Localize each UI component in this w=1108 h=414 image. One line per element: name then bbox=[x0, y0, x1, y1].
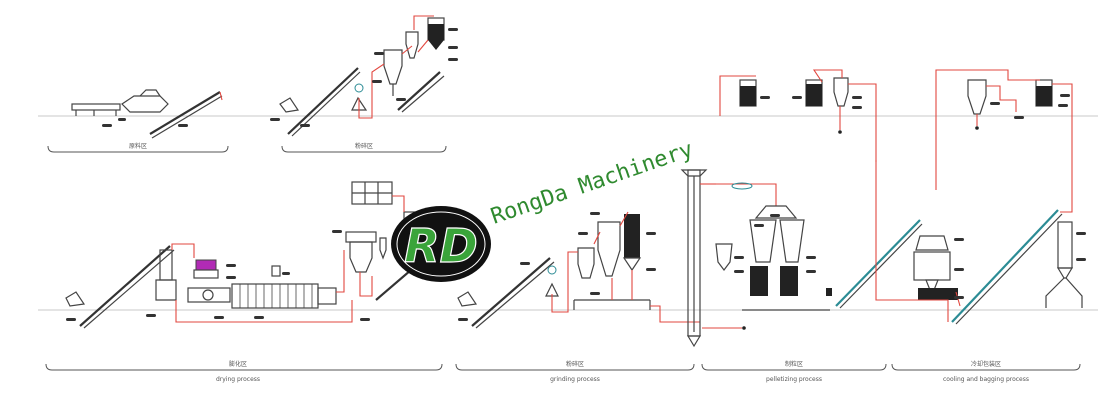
stage-cn-pelletizing: 制粒区 bbox=[785, 360, 803, 368]
stage-bracket-grinding bbox=[455, 363, 695, 371]
grinding-section bbox=[457, 211, 700, 329]
stage-bracket-cooling bbox=[891, 363, 1081, 371]
stage-cn-raw: 原料区 bbox=[129, 142, 147, 150]
stage-en-cooling: cooling and bagging process bbox=[943, 376, 1029, 383]
stage-cn-drying: 膨化区 bbox=[229, 360, 247, 368]
drying-section bbox=[65, 181, 447, 329]
stage-bracket-pelletizing bbox=[701, 363, 887, 371]
brand-watermark-text: RongDa Machinery bbox=[488, 137, 697, 230]
stage-en-grinding: grinding process bbox=[550, 376, 600, 383]
stage-en-pelletizing: pelletizing process bbox=[766, 376, 822, 383]
stage-bracket-raw bbox=[47, 145, 229, 153]
stage-en-drying: drying process bbox=[216, 376, 260, 383]
stage-cn-crush: 粉碎区 bbox=[355, 142, 373, 150]
pelletizing-section bbox=[702, 182, 923, 330]
stage-bracket-drying bbox=[45, 363, 443, 371]
bucket-elevator bbox=[680, 169, 716, 348]
stage-cn-grinding: 粉碎区 bbox=[566, 360, 584, 368]
raw-material-section bbox=[71, 89, 223, 139]
cooling-bins-top bbox=[935, 69, 1073, 213]
stage-bracket-crush bbox=[281, 145, 447, 153]
pellet-bins-top bbox=[719, 69, 877, 162]
crushing-section bbox=[270, 15, 458, 137]
logo-letters: RD bbox=[404, 219, 478, 273]
rongda-logo: RD bbox=[391, 206, 491, 282]
cooling-bagging-section bbox=[875, 160, 1086, 325]
stage-cn-cooling: 冷却包装区 bbox=[971, 360, 1001, 368]
